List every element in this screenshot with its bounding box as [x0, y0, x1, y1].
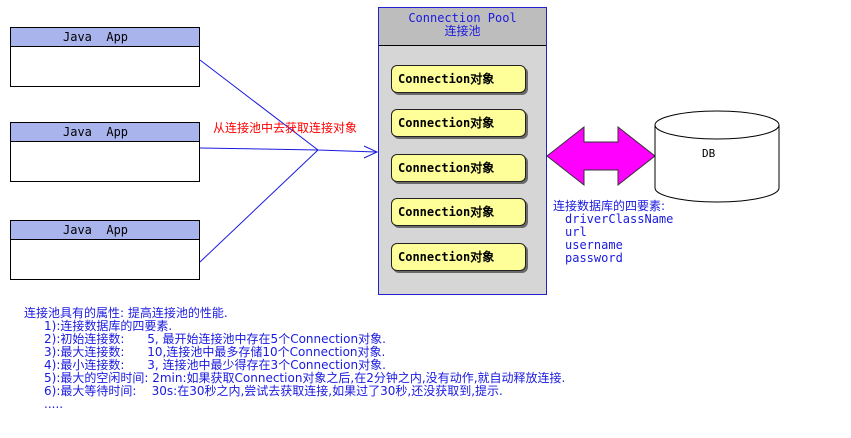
pool-properties: 连接池具有的属性: 提高连接池的性能. 1):连接数据库的四要素. 2):初始连… — [24, 307, 565, 411]
pool-title: Connection Pool — [408, 11, 517, 25]
requirement-item: username — [565, 238, 623, 252]
java-app-box: Java App — [10, 122, 200, 182]
request-arrowhead — [363, 145, 379, 159]
property-item: ..... — [44, 397, 64, 411]
property-item: 5):最大的空闲时间: 2min:如果获取Connection对象之后,在2分钟… — [44, 371, 566, 385]
db-cylinder — [654, 110, 780, 203]
requirement-item: url — [565, 225, 587, 239]
requirement-item: password — [565, 251, 623, 265]
requirement-item: driverClassName — [565, 212, 674, 226]
property-item: 6):最大等待时间: 30s:在30秒之内,尝试去获取连接,如果过了30秒,还没… — [44, 384, 503, 398]
bidirectional-arrow — [546, 125, 656, 187]
java-app-label: Java App — [11, 221, 199, 240]
db-label: DB — [702, 147, 716, 160]
property-item: 4):最小连接数: 3, 连接池中最少得存在3个Connection对象. — [44, 358, 386, 372]
db-requirements: 连接数据库的四要素: driverClassName url username … — [553, 200, 673, 265]
connection-object: Connection对象 — [391, 109, 526, 137]
property-item: 1):连接数据库的四要素. — [44, 319, 173, 333]
connection-object: Connection对象 — [391, 243, 526, 271]
connection-object: Connection对象 — [391, 154, 526, 182]
request-line-top — [199, 59, 377, 153]
pool-header: Connection Pool 连接池 — [379, 8, 546, 46]
properties-title: 连接池具有的属性: 提高连接池的性能. — [24, 306, 228, 320]
pool-body: Connection对象 Connection对象 Connection对象 C… — [379, 46, 546, 294]
fetch-connection-label: 从连接池中去获取连接对象 — [213, 121, 358, 135]
property-item: 2):初始连接数: 5, 最开始连接池中存在5个Connection对象. — [44, 332, 386, 346]
connection-pool: Connection Pool 连接池 Connection对象 Connect… — [378, 7, 547, 295]
java-app-label: Java App — [11, 28, 199, 47]
property-item: 3):最大连接数: 10,连接池中最多存储10个Connection对象. — [44, 345, 386, 359]
pool-subtitle: 连接池 — [444, 24, 481, 38]
connection-object: Connection对象 — [391, 198, 526, 226]
request-line-bottom — [199, 149, 319, 263]
java-app-box: Java App — [10, 220, 200, 280]
connection-object: Connection对象 — [391, 65, 526, 93]
request-line-middle — [199, 147, 319, 151]
java-app-box: Java App — [10, 27, 200, 87]
java-app-label: Java App — [11, 123, 199, 142]
requirements-title: 连接数据库的四要素: — [553, 199, 666, 213]
